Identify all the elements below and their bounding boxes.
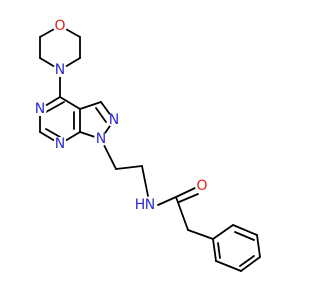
atom-label-background (94, 132, 108, 146)
bond (95, 107, 107, 123)
bond (215, 260, 242, 272)
bond (187, 229, 214, 240)
atom-label-background (33, 102, 47, 116)
atom-nitrogen-morpholine: N (53, 62, 67, 78)
atom-label-background (143, 198, 157, 212)
atom-label-background (53, 137, 67, 151)
ethyl-linker (100, 138, 149, 197)
bond (39, 27, 57, 38)
bond (217, 242, 221, 259)
atom-nitrogen-pyrimidine-n1: N (53, 136, 67, 152)
atom-label: N (145, 197, 155, 213)
atom-label: O (54, 18, 65, 34)
bond (232, 224, 258, 236)
atom-label-background (195, 179, 209, 193)
phenyl-ring (187, 224, 261, 272)
atom-oxygen-carbonyl: O (195, 178, 209, 194)
bond (115, 165, 143, 170)
bond (178, 193, 199, 203)
bond (212, 238, 217, 262)
atom-label: N (35, 101, 45, 117)
atom-label: O (196, 178, 207, 194)
bond (256, 234, 261, 258)
atom-nitrogen-pyrimidine-n3: N (33, 101, 47, 117)
atom-nitrogen-pyrazole-n2: N (107, 112, 121, 128)
atom-oxygen-morpholine: O (53, 18, 67, 34)
bond (79, 101, 102, 110)
bond (212, 224, 234, 240)
bond (239, 255, 255, 267)
morpholine-ring (39, 27, 81, 71)
atom-label: N (109, 112, 119, 128)
bond (45, 128, 61, 138)
atom-label: N (55, 136, 65, 152)
bond (240, 256, 261, 272)
atom-label-background (53, 19, 67, 33)
atom-label-background (107, 113, 121, 127)
atom-nitrogen-amide: N (143, 197, 157, 213)
bond (45, 101, 65, 113)
amide-group (157, 187, 199, 231)
bond (175, 196, 189, 231)
bond (141, 165, 149, 197)
molecule-structure-diagram: O N N N N N N H (33, 18, 261, 272)
atom-label: H (135, 197, 146, 213)
bond (175, 187, 196, 198)
atom-label: N (55, 62, 65, 78)
bond (59, 96, 81, 110)
bond (234, 231, 255, 241)
atom-label-background (134, 199, 146, 211)
pyrimidine-ring (39, 96, 81, 145)
bond (157, 196, 177, 206)
bond (63, 27, 81, 38)
atom-label: N (96, 131, 106, 147)
atom-label-background (53, 63, 67, 77)
atom-nitrogen-pyrazole-n1: N (94, 131, 108, 147)
atom-hydrogen-amide: H (134, 197, 146, 213)
atom-labels: O N N N N N N H (33, 18, 209, 213)
